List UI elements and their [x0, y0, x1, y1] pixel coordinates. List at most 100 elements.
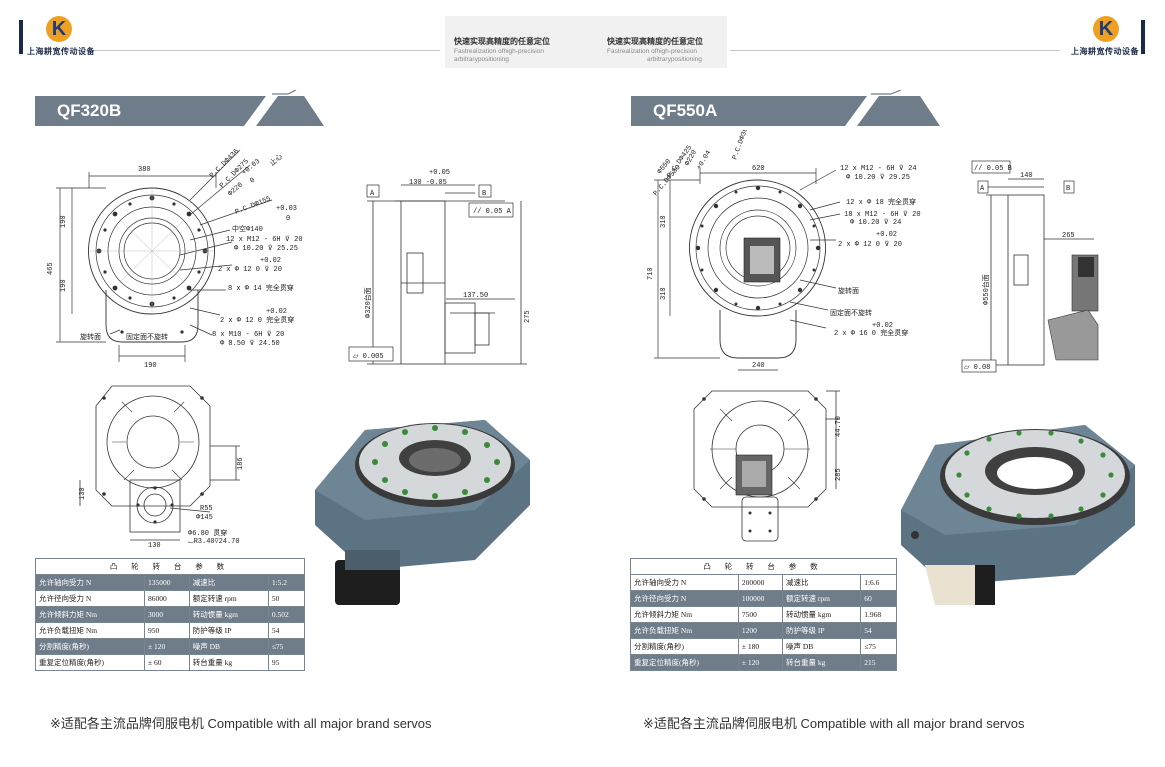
dim-thru14: 8 x Φ 14 完全贯穿	[228, 283, 294, 293]
dim-m12: 12 x M12 - 6H ⊽ 20	[226, 235, 303, 244]
dim-r340: ⌴R3.40⊽24.70	[188, 538, 240, 546]
dim-265: 265	[1062, 232, 1075, 240]
dim-m12b: Φ 10.20 ⊽ 29.25	[846, 173, 910, 182]
dim-tol-02a: +0.02	[876, 231, 897, 239]
right-bottom-view-drawing: 44.70 285	[693, 390, 843, 542]
dim-zero-a: 0	[249, 176, 257, 185]
datum-a: A	[370, 190, 375, 198]
dim-140: 140	[1020, 172, 1033, 180]
slogan-left-en-1: Fastrealization ofhigh-precision	[454, 48, 544, 55]
dim-pcd360: P.C.DΦ360	[731, 130, 751, 161]
dim-d680: Φ6.80 贯穿	[188, 528, 227, 538]
right-brand-name: 上海耕宽传动设备	[1071, 47, 1139, 56]
right-product-render	[901, 425, 1135, 605]
dim-310-a: 310	[660, 215, 668, 228]
dim-240: 240	[752, 362, 765, 370]
slogan-left-en-2: arbitrarypositioning	[454, 56, 509, 63]
dim-pin16: 2 x Φ 16 0 完全贯穿	[834, 328, 908, 338]
left-header-rule	[95, 50, 440, 51]
parallelism: // 0.05 A	[473, 208, 512, 216]
dim-m12: 12 x M12 - 6H ⊽ 24	[840, 164, 917, 173]
left-logo-bar	[19, 20, 23, 54]
dim-zhixin: 止心	[268, 152, 285, 169]
dim-m12d: Φ 10.20 ⊽ 24	[850, 218, 901, 227]
dim-285: 285	[835, 468, 843, 481]
label-rotating-face: 旋转面	[838, 286, 859, 296]
label-fixed-face: 固定面不旋转	[830, 308, 872, 318]
label-rotating-face: 旋转面	[80, 332, 101, 342]
left-footer-note: ※适配各主流品牌伺服电机 Compatible with all major b…	[50, 716, 432, 731]
dim-pin12: 2 x Φ 12 0 ⊽ 20	[838, 240, 902, 249]
right-logo-icon: K	[1093, 16, 1119, 42]
dim-r55: R55	[200, 505, 213, 513]
dim-137-50: 137.50	[463, 292, 488, 300]
left-top-view-drawing: 380 465 190 190 190 P.C.DΦ436 P.C.DΦ275 …	[47, 148, 303, 370]
dim-table-320: Φ320台面	[363, 287, 373, 318]
dim-275: 275	[524, 310, 532, 323]
left-model-bar: QF320B	[35, 96, 271, 126]
dim-130-tol: 130 -0.05	[409, 179, 447, 187]
dim-710: 710	[647, 267, 655, 280]
datum-b: B	[482, 190, 486, 198]
center-slogan-panel	[445, 16, 727, 68]
right-top-view-drawing: 620 710 310 310 240 P.C.DΦ580 Φ550 P.C.D…	[647, 130, 921, 371]
slogan-right-zh: 快速实现高精度的任意定位	[607, 37, 703, 46]
dim-tol-05: +0.05	[429, 169, 450, 177]
datum-a: A	[980, 185, 985, 193]
dim-190-c: 190	[144, 362, 157, 370]
right-footer-note: ※适配各主流品牌伺服电机 Compatible with all major b…	[643, 716, 1025, 731]
dim-thru18: 12 x Φ 18 完全贯穿	[846, 197, 916, 207]
slogan-right-en-1: Fastrealization ofhigh-precision	[607, 48, 697, 55]
dim-table-550: Φ550台面	[981, 274, 991, 305]
dim-d145: Φ145	[196, 514, 213, 522]
dim-190-b: 190	[60, 279, 68, 292]
dim-tol-03b: +0.03	[276, 205, 297, 213]
slogan-right-en-2: arbitrarypositioning	[647, 56, 702, 63]
dim-186: 186	[237, 457, 245, 470]
flatness: ⏥ 0.08	[964, 364, 990, 372]
left-logo-icon: K	[46, 16, 72, 42]
dim-pin12: 2 x Φ 12 0 ⊽ 20	[218, 265, 282, 274]
label-fixed-face: 固定面不旋转	[126, 332, 168, 342]
right-logo-bar	[1141, 20, 1145, 54]
left-product-render	[315, 420, 530, 605]
parallelism: // 0.05 B	[974, 165, 1012, 173]
dim-hollow140: 中空Φ140	[232, 224, 263, 234]
datum-b: B	[1066, 185, 1070, 193]
right-header-rule	[730, 50, 1060, 51]
table-title: 凸 轮 转 台 参 数	[630, 558, 897, 575]
dim-620: 620	[752, 165, 765, 173]
left-side-view-drawing: A B // 0.05 A +0.05 130 -0.05 Φ320台面 137…	[348, 169, 532, 365]
dim-tol-02b: +0.02	[266, 308, 287, 316]
right-model-bar-decoration	[845, 90, 940, 126]
dim-380: 380	[138, 166, 151, 174]
dim-m10b: Φ 8.50 ⊽ 24.50	[220, 339, 280, 348]
dim-465: 465	[47, 262, 55, 275]
left-brand-name: 上海耕宽传动设备	[27, 47, 95, 56]
dim-zero-b: 0	[286, 215, 290, 223]
dim-130-h: 130	[148, 542, 161, 550]
left-bottom-view-drawing: 186 130 130 R55 Φ145 Φ6.80 贯穿 ⌴R3.40⊽24.…	[79, 385, 245, 550]
dim-44-70: 44.70	[835, 416, 843, 437]
right-model-bar: QF550A	[631, 96, 867, 126]
dim-pin12b: 2 x Φ 12 0 完全贯穿	[220, 315, 294, 325]
dim-pcd155: P.C.DΦ155	[234, 195, 272, 217]
left-model-bar-decoration	[244, 90, 324, 126]
flatness: ⏥ 0.005	[353, 353, 384, 361]
table-title: 凸 轮 转 台 参 数	[35, 558, 305, 575]
dim-tol-02a: +0.02	[260, 257, 281, 265]
